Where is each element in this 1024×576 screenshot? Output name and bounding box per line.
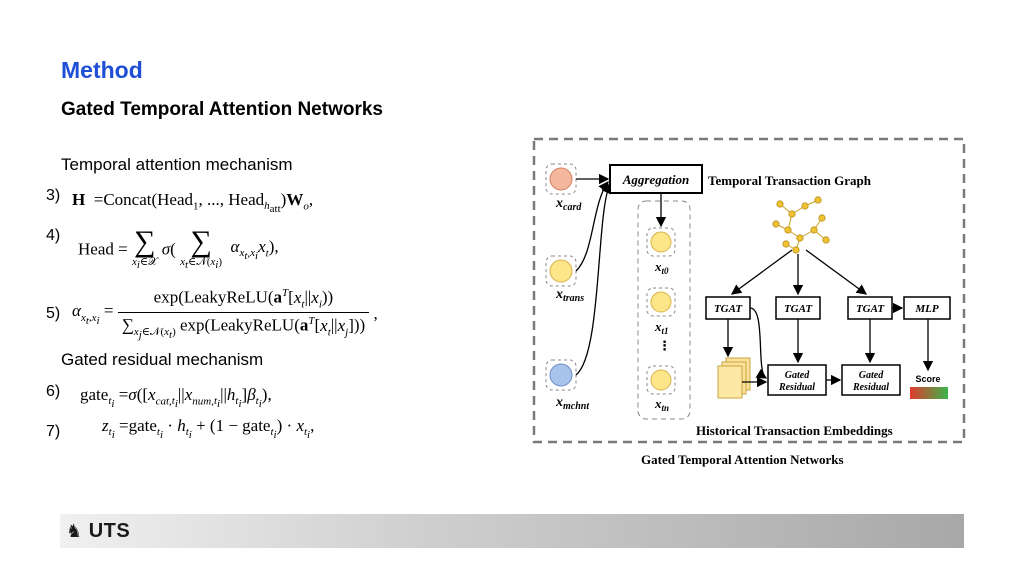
section-title: Method bbox=[61, 57, 143, 83]
history-node-0: xt0 bbox=[654, 259, 669, 276]
graph-title: Temporal Transaction Graph bbox=[708, 173, 872, 188]
embedding-stack-icon bbox=[717, 357, 751, 399]
history-column bbox=[637, 200, 691, 420]
score-label: Score bbox=[915, 374, 940, 384]
tgat-box-2: TGAT bbox=[784, 303, 813, 315]
tgat-box-1: TGAT bbox=[714, 303, 743, 315]
equation-4: Head = ∑xi∈𝒳 σ( ∑xt∈𝒩(xi) αxt,xixt), bbox=[78, 225, 279, 272]
residual-heading: Gated residual mechanism bbox=[61, 350, 264, 369]
card-label: xcard bbox=[555, 196, 582, 213]
slide-subtitle: Gated Temporal Attention Networks bbox=[61, 99, 383, 120]
equation-number-6: 6) bbox=[46, 383, 61, 400]
equation-number-4: 4) bbox=[46, 227, 61, 244]
trans-node bbox=[549, 259, 573, 283]
equation-5: αxt,xi = exp(LeakyReLU(aT[xt||xi)) ∑xj∈𝒩… bbox=[72, 287, 378, 342]
history-node-n: xtn bbox=[654, 396, 669, 413]
equation-7: zti =gateti · hti + (1 − gateti) · xti, bbox=[102, 416, 315, 442]
mlp-box: MLP bbox=[914, 303, 939, 315]
card-node bbox=[549, 167, 573, 191]
figure-caption: Gated Temporal Attention Networks bbox=[641, 452, 844, 467]
history-node-1: xt1 bbox=[654, 319, 669, 336]
footer-bar bbox=[60, 514, 964, 548]
aggregation-box: Aggregation bbox=[622, 172, 689, 187]
uts-logo-text: UTS bbox=[88, 520, 131, 542]
trans-label: xtrans bbox=[555, 287, 584, 304]
equation-number-7: 7) bbox=[46, 423, 61, 440]
tgat-box-3: TGAT bbox=[856, 303, 885, 315]
outer-frame bbox=[532, 137, 966, 444]
mchnt-label: xmchnt bbox=[555, 395, 590, 412]
uts-logo: ♞ UTS bbox=[66, 520, 130, 543]
mchnt-node bbox=[549, 363, 573, 387]
attention-heading: Temporal attention mechanism bbox=[61, 155, 293, 174]
equation-number-3: 3) bbox=[46, 187, 61, 204]
equation-number-5: 5) bbox=[46, 305, 61, 322]
score-bar bbox=[910, 387, 948, 399]
equation-3: H =Concat(Head1, ..., Headhatt)Wo, bbox=[72, 190, 314, 216]
equation-6: gateti =σ([xcat,ti||xnum,ti||hti]βti), bbox=[80, 385, 272, 411]
uts-emblem-icon: ♞ bbox=[66, 521, 83, 541]
architecture-diagram: xcard xtrans xmchnt Aggregation Temporal… bbox=[532, 137, 966, 444]
history-embeddings-label: Historical Transaction Embeddings bbox=[696, 423, 893, 438]
ellipsis: ⋮ bbox=[658, 338, 671, 353]
